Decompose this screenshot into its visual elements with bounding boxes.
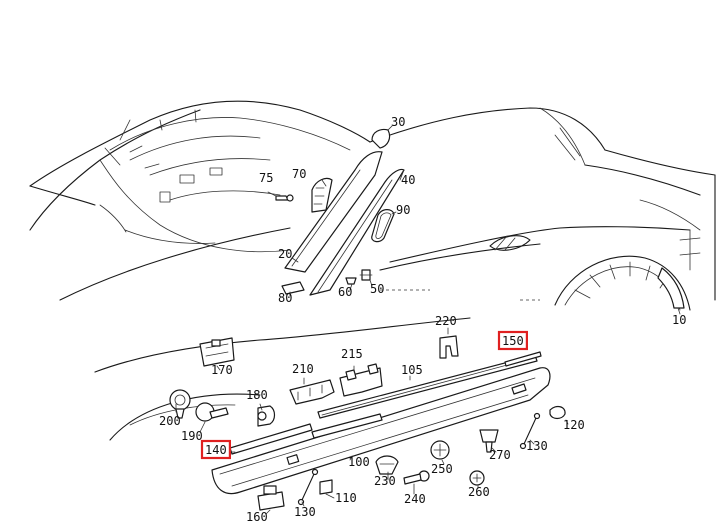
- part-label-75[interactable]: 75: [259, 171, 273, 185]
- part-label-220[interactable]: 220: [435, 314, 457, 328]
- part-label-70[interactable]: 70: [292, 167, 306, 181]
- part-label-130[interactable]: 130: [294, 505, 316, 519]
- part-label-270[interactable]: 270: [489, 448, 511, 462]
- part-label-50[interactable]: 50: [370, 282, 384, 296]
- part-label-100[interactable]: 100: [348, 455, 370, 469]
- part-label-120[interactable]: 120: [563, 418, 585, 432]
- part-label-240[interactable]: 240: [404, 492, 426, 506]
- part-label-110[interactable]: 110: [335, 491, 357, 505]
- part-label-150[interactable]: 150: [502, 334, 524, 348]
- part-labels: 30 40 70 75 90 20 60 50 80 10 220 150 170 210 215 105 18…: [159, 115, 686, 524]
- part-label-20[interactable]: 20: [278, 247, 292, 261]
- part-label-40[interactable]: 40: [401, 173, 415, 187]
- highlight-box-140: [200, 439, 231, 460]
- part-label-80[interactable]: 80: [278, 291, 292, 305]
- part-label-210[interactable]: 210: [292, 362, 314, 376]
- part-label-230[interactable]: 230: [374, 474, 396, 488]
- part-label-10[interactable]: 10: [672, 313, 686, 327]
- part-label-60[interactable]: 60: [338, 285, 352, 299]
- part-label-215[interactable]: 215: [341, 347, 363, 361]
- highlight-box-150: [497, 330, 528, 351]
- part-label-90[interactable]: 90: [396, 203, 410, 217]
- part-label-160[interactable]: 160: [246, 510, 268, 524]
- part-label-105[interactable]: 105: [401, 363, 423, 377]
- part-label-130[interactable]: 130: [526, 439, 548, 453]
- part-label-30[interactable]: 30: [391, 115, 405, 129]
- rocker-panel-assembly: [169, 335, 566, 511]
- part-highlights: [200, 330, 528, 460]
- part-label-200[interactable]: 200: [159, 414, 181, 428]
- part-label-260[interactable]: 260: [468, 485, 490, 499]
- part-label-140[interactable]: 140: [205, 443, 227, 457]
- leader-lines: [175, 125, 681, 515]
- a-pillar-trim: [275, 128, 405, 296]
- part-label-170[interactable]: 170: [211, 363, 233, 377]
- part-label-250[interactable]: 250: [431, 462, 453, 476]
- part-label-180[interactable]: 180: [246, 388, 268, 402]
- part-label-190[interactable]: 190: [181, 429, 203, 443]
- car-body-outline: [29, 100, 716, 441]
